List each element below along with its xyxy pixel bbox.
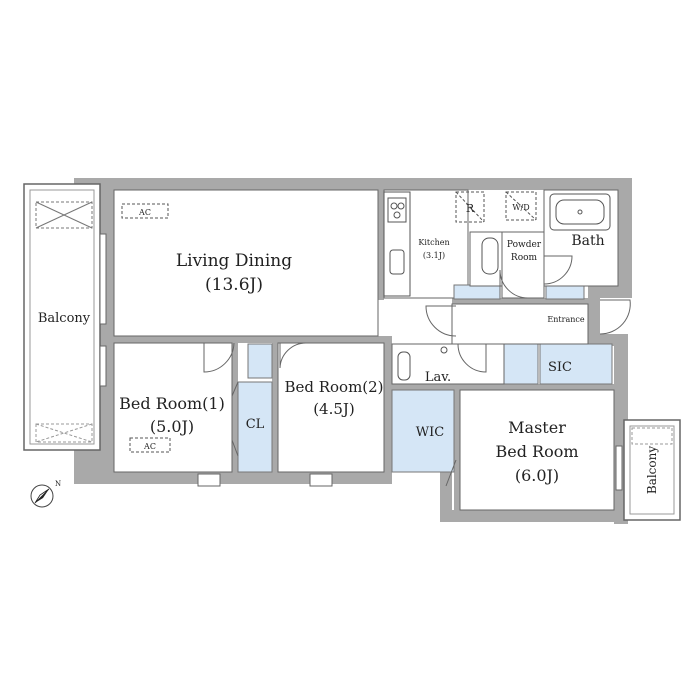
washer-label: W/D	[512, 203, 529, 212]
refrigerator-icon	[455, 191, 485, 223]
entrance-label: Entrance	[547, 315, 584, 324]
powder-label-1: Powder	[507, 240, 542, 250]
entrance-top-storage	[545, 284, 585, 300]
north-arrow-icon: N	[30, 480, 61, 508]
sic-label: SIC	[548, 360, 572, 375]
wic-label: WIC	[416, 425, 444, 440]
ac-unit-living-icon	[121, 203, 169, 219]
bed-room-2-size: (4.5J)	[313, 400, 355, 418]
balcony-left	[23, 183, 101, 451]
powder-label-2: Room	[511, 253, 538, 263]
windows	[99, 233, 623, 491]
sink-icon	[389, 249, 405, 275]
stove-icon	[387, 197, 407, 223]
wic-storage	[391, 389, 455, 473]
sic-storage	[539, 343, 613, 385]
cl-top-storage	[247, 343, 273, 379]
toilet-icon	[481, 237, 499, 275]
balcony-left-label: Balcony	[38, 311, 91, 326]
cl-label: CL	[246, 417, 265, 432]
room-floors	[113, 189, 469, 473]
ac-bed1-label: AC	[143, 442, 156, 451]
labels: Living Dining (13.6J) Kitchen (3.1J) Pow…	[38, 202, 659, 494]
lav-label: Lav.	[425, 370, 451, 385]
master-label-2: Bed Room	[495, 442, 578, 461]
bed-room-1-label: Bed Room(1)	[119, 394, 225, 413]
compass-label: N	[55, 480, 61, 488]
bathtub-icon	[549, 193, 611, 231]
balcony-right-label: Balcony	[645, 446, 659, 494]
entrance-storage	[503, 343, 539, 385]
bed-room-1-size: (5.0J)	[150, 417, 194, 436]
washer-icon	[505, 191, 537, 221]
bath-label: Bath	[571, 233, 604, 249]
master-size: (6.0J)	[515, 466, 559, 485]
lav-toilet-icon	[397, 351, 411, 381]
living-dining-label: Living Dining	[176, 251, 292, 271]
ac-living-label: AC	[138, 208, 151, 217]
fixtures	[121, 191, 611, 453]
kitchen-label: Kitchen	[418, 238, 449, 247]
refrigerator-label: R	[466, 202, 475, 215]
doors	[203, 255, 631, 487]
balcony-right	[623, 419, 681, 521]
ac-unit-bed1-icon	[129, 437, 171, 453]
cl-storage	[237, 381, 273, 473]
wet-areas	[391, 189, 619, 511]
master-label-1: Master	[508, 418, 566, 437]
bed-room-2-label: Bed Room(2)	[284, 378, 383, 396]
kitchen-size: (3.1J)	[423, 251, 445, 260]
kitchen-storage	[453, 284, 501, 300]
living-dining-size: (13.6J)	[205, 275, 263, 295]
